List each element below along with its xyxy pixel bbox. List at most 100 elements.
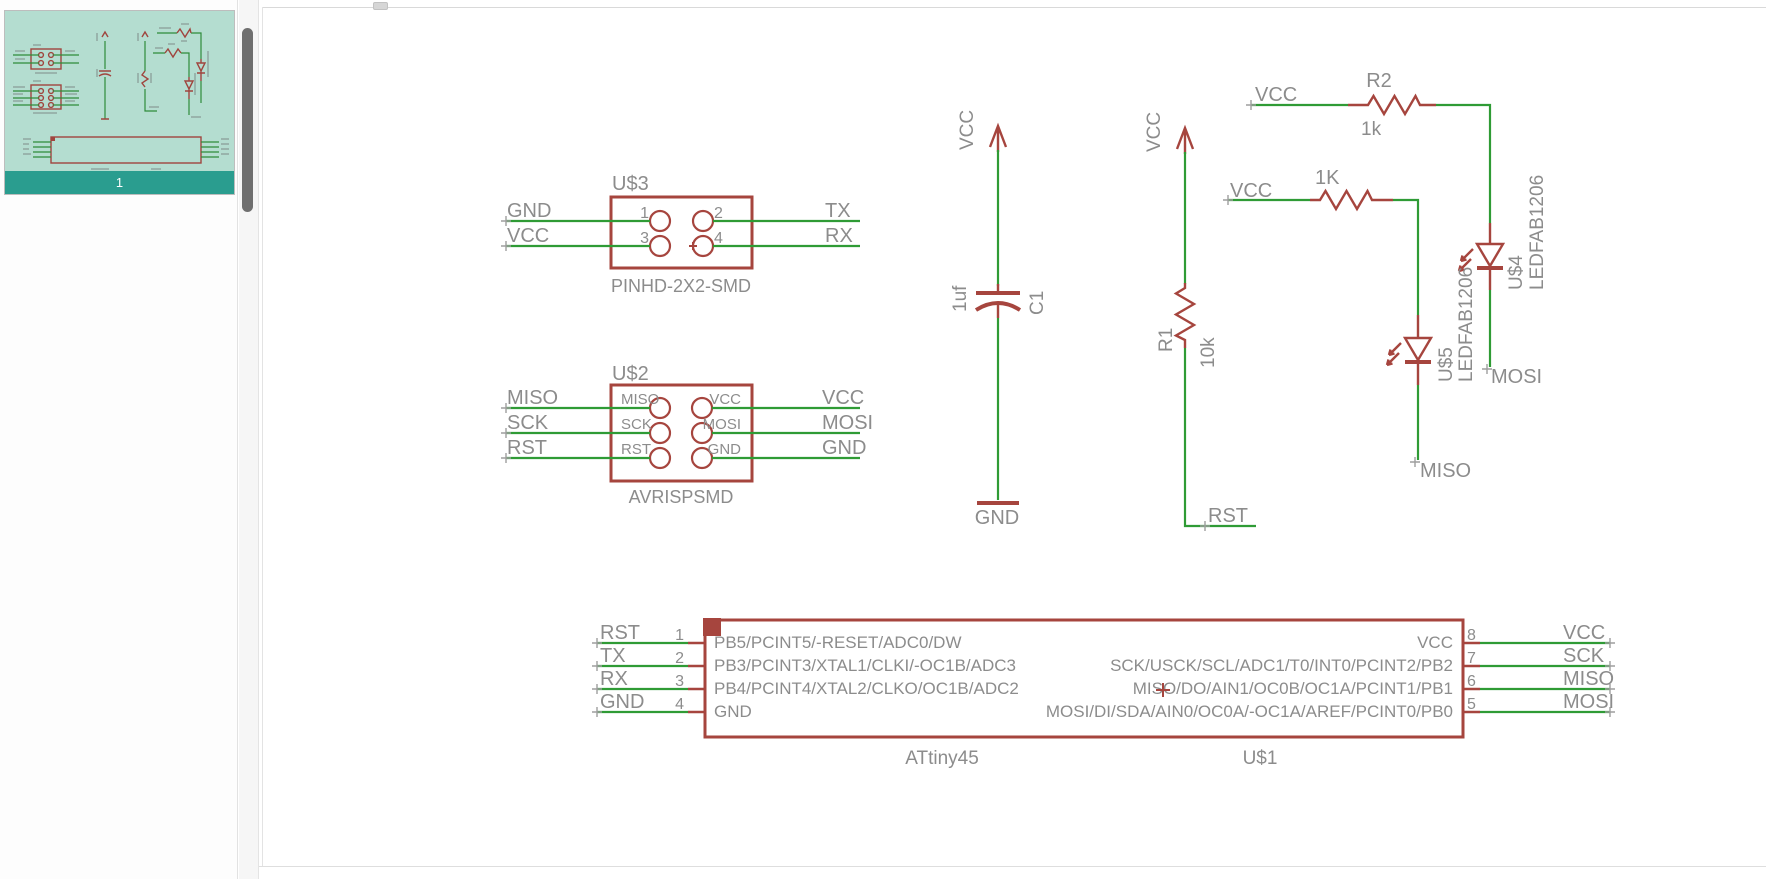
u3-package-label: PINHD-2X2-SMD bbox=[611, 276, 751, 296]
u2-pinname-miso: MISO bbox=[621, 391, 659, 408]
u4-refdes: U$4 bbox=[1506, 255, 1527, 290]
header-u2: U$2 MISO SCK RST VCC MOSI GND MISO SCK R… bbox=[506, 363, 873, 507]
u2-pin-circle bbox=[648, 421, 672, 445]
u4-led-triangle bbox=[1474, 242, 1506, 269]
u1-pinname: SCK/USCK/SCL/ADC1/T0/INT0/PCINT2/PB2 bbox=[1110, 656, 1453, 675]
u4-led-emission-arrows bbox=[1457, 248, 1492, 290]
u1-pin-number: 5 bbox=[1467, 696, 1476, 713]
thumb-mini-r2-u4 bbox=[157, 23, 209, 103]
net-label-vcc: VCC bbox=[1563, 622, 1605, 644]
r1-value: 10k bbox=[1198, 337, 1219, 368]
u3-pin4-number: 4 bbox=[714, 230, 723, 247]
u1-pinname: PB5/PCINT5/-RESET/ADC0/DW bbox=[714, 633, 962, 652]
u3-pin1-circle bbox=[648, 209, 672, 233]
net-label-sck: SCK bbox=[507, 412, 549, 434]
u1-pin-number: 6 bbox=[1467, 673, 1476, 690]
vcc-arrow-icon bbox=[988, 122, 1008, 152]
resistor-r2-led-u4-branch: VCC R2 1k U$4 LEDFAB1206 MOSI bbox=[1251, 70, 1548, 388]
u1-refdes: U$1 bbox=[1243, 748, 1278, 769]
page-thumbnail-image bbox=[5, 11, 234, 171]
net-label-vcc: VCC bbox=[1230, 180, 1272, 202]
u3-pin1-number: 1 bbox=[640, 205, 649, 222]
sidebar-scrollbar-thumb[interactable] bbox=[242, 28, 253, 212]
u1-pinname: VCC bbox=[1417, 633, 1453, 652]
thumb-mini-u3 bbox=[13, 44, 79, 74]
capacitor-c1-branch: VCC 1uf C1 GND bbox=[950, 110, 1048, 529]
u3-pin2-number: 2 bbox=[714, 205, 723, 222]
net-label-gnd: GND bbox=[822, 437, 866, 459]
page-thumbnail[interactable]: 1 bbox=[4, 10, 235, 195]
page-top-edge bbox=[262, 7, 1766, 8]
u1-left-wires bbox=[597, 641, 688, 714]
thumb-mini-ic bbox=[23, 136, 229, 170]
net-label-miso: MISO bbox=[1420, 460, 1471, 482]
thumb-mini-1k-u5 bbox=[153, 43, 201, 118]
u3-net-wires bbox=[506, 219, 860, 248]
u1-left-stubs bbox=[688, 641, 705, 714]
net-label-sck: SCK bbox=[1563, 645, 1605, 667]
u2-pinname-sck: SCK bbox=[621, 416, 652, 433]
r2-refdes: R2 bbox=[1366, 70, 1392, 92]
net-label-miso: MISO bbox=[1563, 668, 1614, 690]
u3-pin3-circle bbox=[648, 234, 672, 258]
r2-value: 1k bbox=[1361, 119, 1382, 140]
u1-right-wires bbox=[1480, 641, 1610, 714]
u1-pin-number: 7 bbox=[1467, 650, 1476, 667]
net-label-mosi: MOSI bbox=[1563, 691, 1614, 713]
splitter-handle[interactable] bbox=[373, 2, 388, 10]
net-label-vcc: VCC bbox=[507, 225, 549, 247]
net-label-rst: RST bbox=[507, 437, 547, 459]
r1-refdes: R1 bbox=[1156, 328, 1177, 352]
u3-junction-cross bbox=[689, 242, 697, 250]
u1-pinname: PB4/PCINT4/XTAL2/CLKO/OC1B/ADC2 bbox=[714, 679, 1019, 698]
u1-pin-number: 3 bbox=[675, 673, 684, 690]
u2-refdes: U$2 bbox=[612, 363, 649, 385]
thumb-mini-r1 bbox=[137, 30, 159, 112]
thumb-mini-u2 bbox=[13, 80, 79, 114]
thumb-mini-c1 bbox=[96, 30, 112, 120]
u1-pinname: MOSI/DI/SDA/AIN0/OC0A/-OC1A/AREF/PCINT0/… bbox=[1046, 702, 1453, 721]
page-number: 1 bbox=[115, 175, 124, 190]
r1-zigzag bbox=[1173, 283, 1197, 348]
net-label-rst: RST bbox=[1208, 505, 1248, 527]
r1-bottom-wire bbox=[1183, 348, 1256, 528]
u4-top-wire bbox=[1436, 103, 1492, 223]
r3-zigzag bbox=[1310, 188, 1393, 212]
vcc-symbol-label: VCC bbox=[1144, 112, 1165, 152]
u4-device: LEDFAB1206 bbox=[1527, 175, 1548, 290]
thumbnail-panel: 1 bbox=[0, 0, 238, 879]
sidebar-scrollbar-track[interactable] bbox=[239, 0, 259, 879]
u1-pinname: GND bbox=[714, 702, 752, 721]
u1-pin-number: 4 bbox=[675, 696, 684, 713]
ic-u1-attiny45: RST TX RX GND 1 2 3 4 PB5/PCINT5/-RESET/… bbox=[597, 618, 1614, 769]
u1-right-stubs bbox=[1463, 641, 1480, 714]
net-label-rst: RST bbox=[600, 622, 640, 644]
page-bottom-edge bbox=[259, 866, 1766, 867]
u1-pin-number: 8 bbox=[1467, 627, 1476, 644]
net-label-tx: TX bbox=[600, 645, 626, 667]
vcc-symbol-label: VCC bbox=[957, 110, 978, 150]
vcc-arrow-icon bbox=[1175, 124, 1195, 154]
u2-pin-circle bbox=[648, 446, 672, 470]
net-label-miso: MISO bbox=[507, 387, 558, 409]
u1-pinname: MISO/DO/AIN1/OC0B/OC1A/PCINT1/PB1 bbox=[1133, 679, 1453, 698]
u5-led-triangle bbox=[1402, 336, 1434, 363]
u3-body bbox=[609, 195, 754, 270]
gnd-symbol-label: GND bbox=[975, 507, 1019, 529]
u5-refdes: U$5 bbox=[1436, 347, 1457, 382]
u2-pinname-gnd: GND bbox=[708, 441, 742, 458]
net-label-rx: RX bbox=[825, 225, 853, 247]
u5-device: LEDFAB1206 bbox=[1456, 267, 1477, 382]
u1-pin1-marker bbox=[703, 618, 721, 636]
u1-pinname: PB3/PCINT3/XTAL1/CLKI/-OC1B/ADC3 bbox=[714, 656, 1016, 675]
page-number-badge: 1 bbox=[5, 171, 234, 194]
u1-value: ATtiny45 bbox=[905, 748, 979, 769]
connector-u3: U$3 1 2 3 4 GND VCC TX RX PINHD-2X2-SMD bbox=[506, 173, 860, 296]
net-label-vcc: VCC bbox=[822, 387, 864, 409]
c1-plate-bottom bbox=[974, 301, 1022, 312]
page-left-edge bbox=[262, 7, 263, 866]
u3-pin2-circle bbox=[691, 209, 715, 233]
u2-pinname-mosi: MOSI bbox=[703, 416, 741, 433]
net-label-gnd: GND bbox=[600, 691, 644, 713]
c1-refdes: C1 bbox=[1027, 291, 1048, 315]
